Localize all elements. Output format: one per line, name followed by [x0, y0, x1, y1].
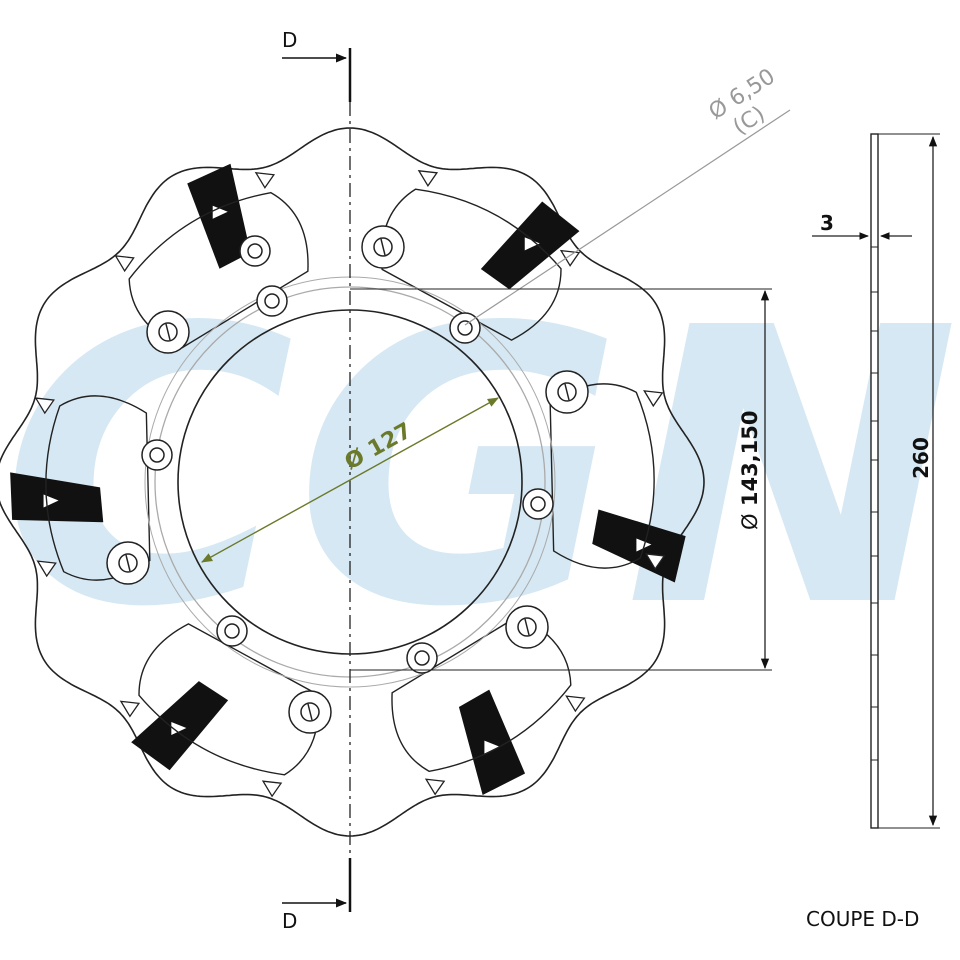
disc-panel — [128, 191, 309, 349]
bolt-circle-symbol: Ø — [738, 513, 762, 530]
vent-slot — [565, 695, 586, 713]
mounting-hole — [149, 447, 165, 463]
disc-inner-shapes — [34, 170, 666, 798]
disc-section-profile — [870, 133, 879, 829]
disc-panel — [380, 188, 562, 341]
disc-panel — [138, 623, 320, 776]
vent-slot — [261, 780, 283, 798]
black-band — [187, 163, 251, 269]
rivet-slot — [380, 238, 386, 256]
vent-slot — [644, 553, 666, 571]
band-triangle-mark — [484, 740, 500, 754]
black-band — [10, 472, 104, 523]
mounting-hole — [247, 243, 263, 259]
section-caption: COUPE D-D — [806, 907, 919, 931]
black-band — [458, 689, 526, 796]
section-marker-top: D — [282, 28, 352, 102]
rivet-slot — [564, 383, 570, 401]
band-triangle-mark — [524, 237, 540, 251]
rivet-slot — [524, 618, 530, 636]
vent-slot — [36, 560, 57, 578]
svg-text:Ø 143,150: Ø 143,150 — [738, 411, 762, 531]
section-label-bottom: D — [282, 909, 297, 933]
vent-slot — [119, 700, 141, 718]
outer-diameter-value: 260 — [909, 437, 933, 479]
vent-slot — [254, 171, 276, 189]
disc-black-bands — [10, 163, 686, 796]
band-triangle-mark — [171, 722, 187, 736]
mounting-holes — [106, 225, 589, 734]
rivet-slot — [307, 703, 313, 721]
mounting-hole — [264, 293, 280, 309]
vent-slot — [34, 397, 55, 415]
disc-outer-contour — [0, 127, 705, 837]
vent-slot — [424, 778, 446, 796]
disc-panel — [549, 383, 655, 569]
mounting-hole — [457, 320, 473, 336]
bolt-circle-value: 143,150 — [738, 411, 762, 507]
thickness-value: 3 — [820, 211, 834, 235]
mounting-hole — [224, 623, 240, 639]
vent-slot — [643, 390, 664, 408]
bolt-circle-dimension: Ø 143,150 — [350, 288, 772, 671]
disc-panel — [391, 615, 572, 773]
rivet-slot — [125, 554, 131, 572]
vent-slot — [417, 170, 439, 187]
mounting-hole — [414, 650, 430, 666]
section-label-top: D — [282, 28, 297, 52]
mounting-hole — [530, 496, 546, 512]
section-marker-bottom: D — [282, 858, 352, 933]
vent-slot — [114, 255, 135, 273]
rivet-slot — [165, 323, 171, 341]
watermark-text: CGN — [0, 247, 960, 690]
disc-panel — [45, 395, 151, 581]
section-view: 260 3 — [812, 133, 940, 829]
